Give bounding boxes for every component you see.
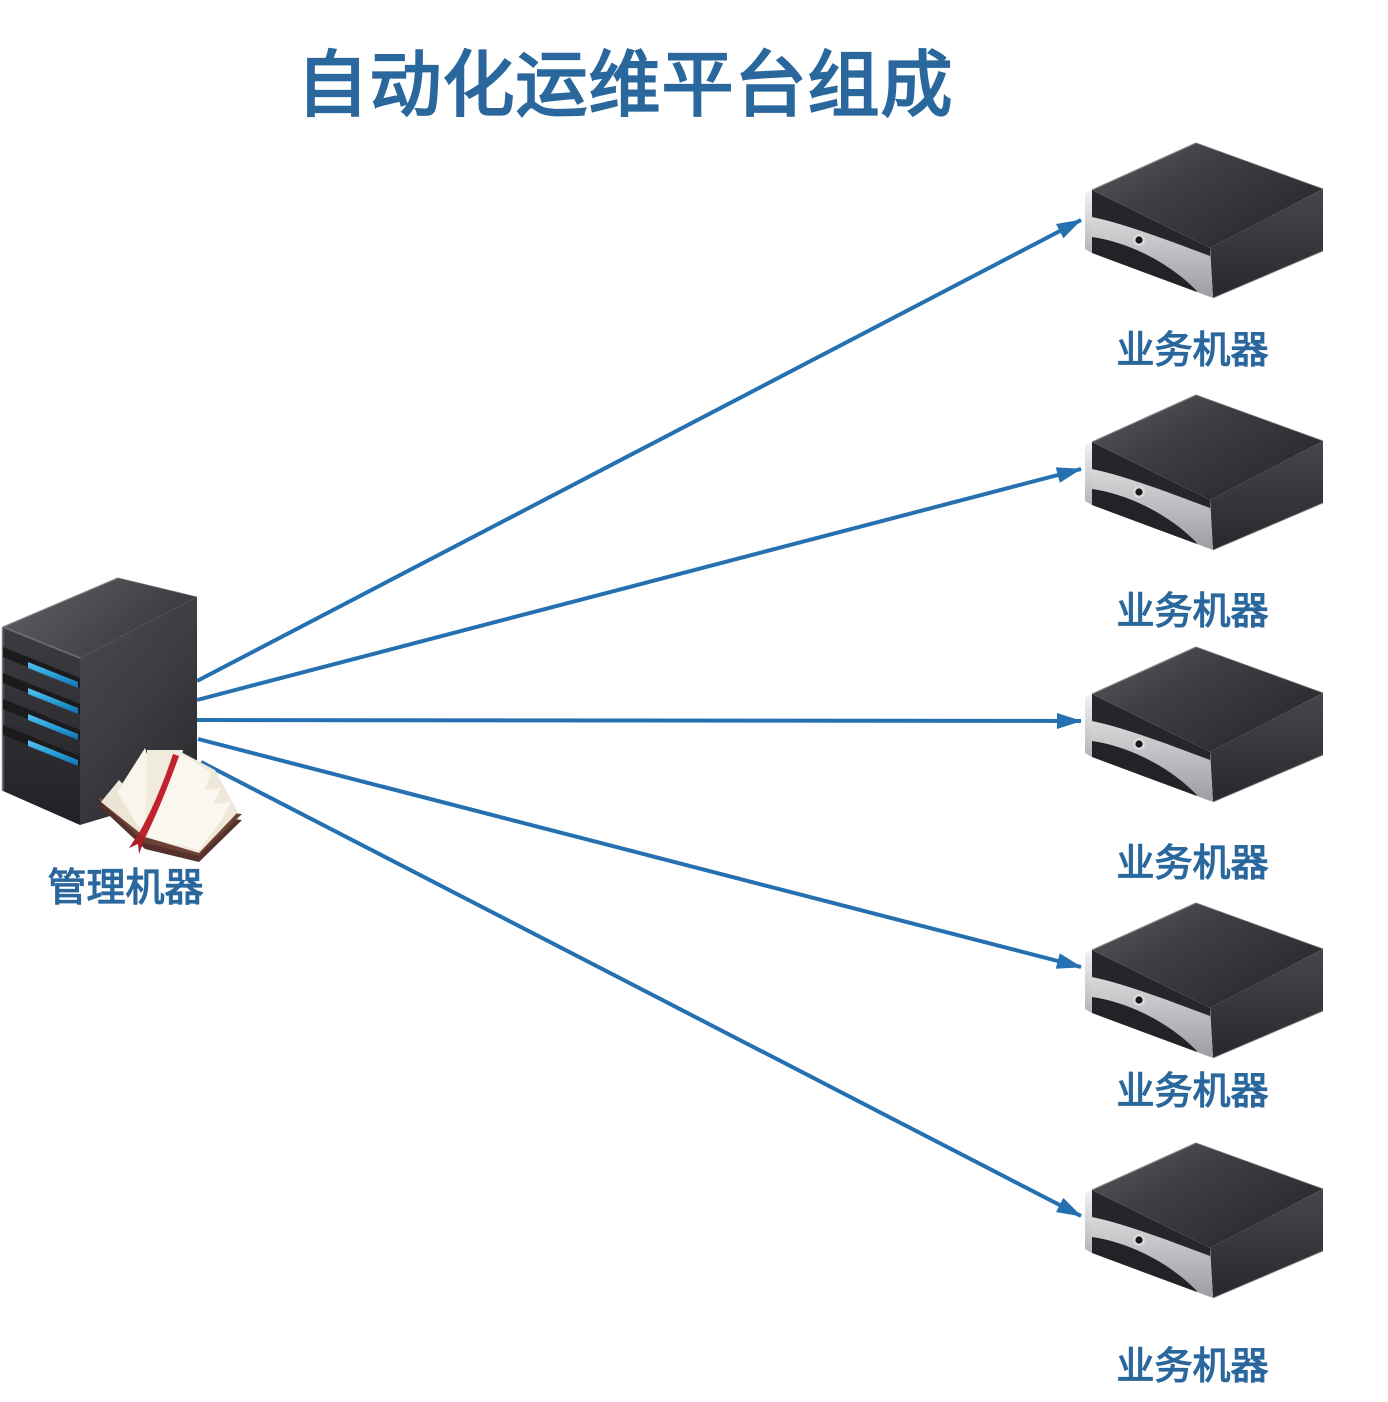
server-box-icon <box>1084 646 1324 803</box>
arrow-manager-to-server-2 <box>196 467 1082 702</box>
diagram-title: 自动化运维平台组成 <box>296 42 954 127</box>
business-machine-label-5: 业务机器 <box>1116 1343 1269 1388</box>
tower-drive-slots <box>3 647 80 766</box>
open-book-icon <box>97 748 242 862</box>
business-machine-label-1: 业务机器 <box>1116 327 1269 372</box>
arrow-manager-to-server-4 <box>197 737 1082 969</box>
manager-machine-label: 管理机器 <box>47 865 204 911</box>
business-machine-label-3: 业务机器 <box>1116 840 1269 885</box>
arrow-manager-to-server-1 <box>196 218 1082 683</box>
server-box-icon <box>1084 394 1324 551</box>
business-machine-label-4: 业务机器 <box>1116 1068 1269 1113</box>
server-box-icon <box>1084 1142 1324 1299</box>
server-box-icon <box>1084 902 1324 1059</box>
arrow-manager-to-server-5 <box>200 760 1082 1218</box>
server-box-icon <box>1084 142 1324 299</box>
business-servers <box>1084 142 1324 1299</box>
connection-arrows <box>196 218 1082 1218</box>
arrow-manager-to-server-3 <box>196 712 1082 729</box>
business-machine-label-2: 业务机器 <box>1116 588 1269 633</box>
